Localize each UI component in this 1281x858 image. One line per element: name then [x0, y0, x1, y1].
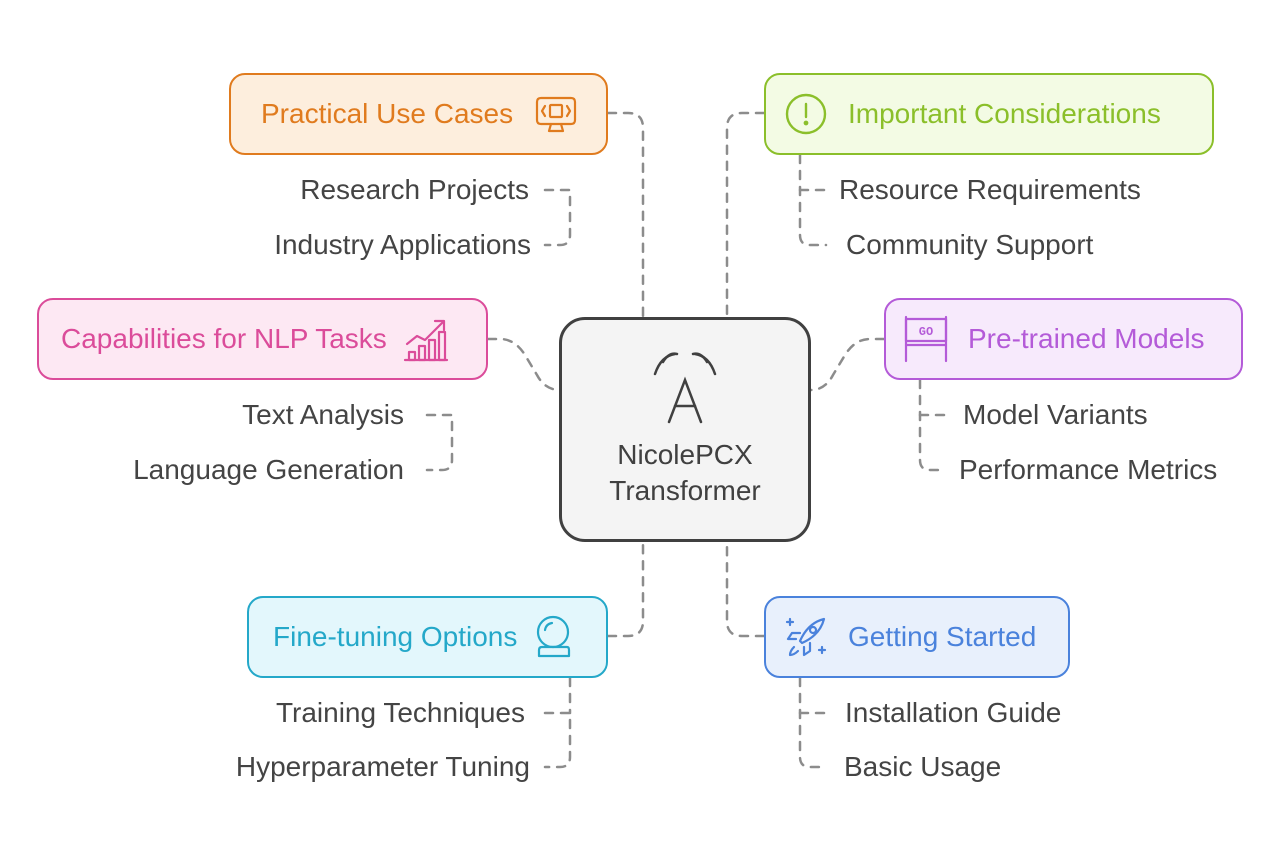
connector-considerations	[725, 111, 766, 319]
branch-getting-started[interactable]: Getting Started	[764, 596, 1070, 678]
monitor-code-icon	[533, 94, 579, 134]
connector-practical	[606, 111, 645, 319]
rocket-icon	[782, 613, 830, 661]
pretrained-item-variants: Model Variants	[963, 399, 1148, 430]
practical-item-research: Research Projects	[300, 174, 529, 205]
center-title-line2: Transformer	[609, 475, 761, 506]
capabilities-item-language-generation: Language Generation	[133, 454, 404, 485]
connector-capabilities	[486, 337, 562, 392]
pretrained-item-metrics: Performance Metrics	[959, 454, 1218, 485]
connector-finetuning	[606, 540, 645, 638]
branch-capabilities-title: Capabilities for NLP Tasks	[61, 323, 387, 354]
branch-important-considerations[interactable]: Important Considerations	[764, 73, 1214, 155]
branch-started-title: Getting Started	[848, 621, 1037, 652]
growth-chart-icon	[403, 316, 449, 362]
branch-finetuning-options[interactable]: Fine-tuning Options	[247, 596, 608, 678]
crystal-ball-icon	[533, 614, 573, 660]
branch-pretrained-title: Pre-trained Models	[968, 323, 1205, 354]
finetuning-item-training: Training Techniques	[275, 697, 525, 728]
finetuning-item-hyperparameter: Hyperparameter Tuning	[235, 751, 530, 782]
center-node: NicolePCX Transformer	[559, 317, 811, 542]
considerations-item-resource: Resource Requirements	[839, 174, 1141, 205]
branch-pretrained-models[interactable]: GO Pre-trained Models	[884, 298, 1243, 380]
branch-considerations-title: Important Considerations	[848, 98, 1161, 129]
branch-finetuning-title: Fine-tuning Options	[273, 621, 518, 652]
svg-text:GO: GO	[919, 325, 933, 339]
capabilities-item-text-analysis: Text Analysis	[242, 399, 404, 430]
branch-practical-title: Practical Use Cases	[261, 98, 514, 129]
started-item-installation: Installation Guide	[845, 697, 1062, 728]
branch-practical-use-cases[interactable]: Practical Use Cases	[229, 73, 608, 155]
branch-capabilities-nlp[interactable]: Capabilities for NLP Tasks	[37, 298, 488, 380]
go-banner-icon: GO	[902, 315, 950, 363]
center-title-line1: NicolePCX	[617, 439, 753, 470]
center-title: NicolePCX Transformer	[609, 437, 760, 509]
practical-item-industry: Industry Applications	[274, 229, 531, 260]
exclamation-circle-icon	[784, 92, 828, 136]
antenna-a-icon	[645, 350, 725, 431]
connector-started	[725, 540, 766, 638]
considerations-item-community: Community Support	[846, 229, 1094, 260]
connector-pretrained	[809, 337, 886, 392]
started-item-basic-usage: Basic Usage	[844, 751, 1002, 782]
